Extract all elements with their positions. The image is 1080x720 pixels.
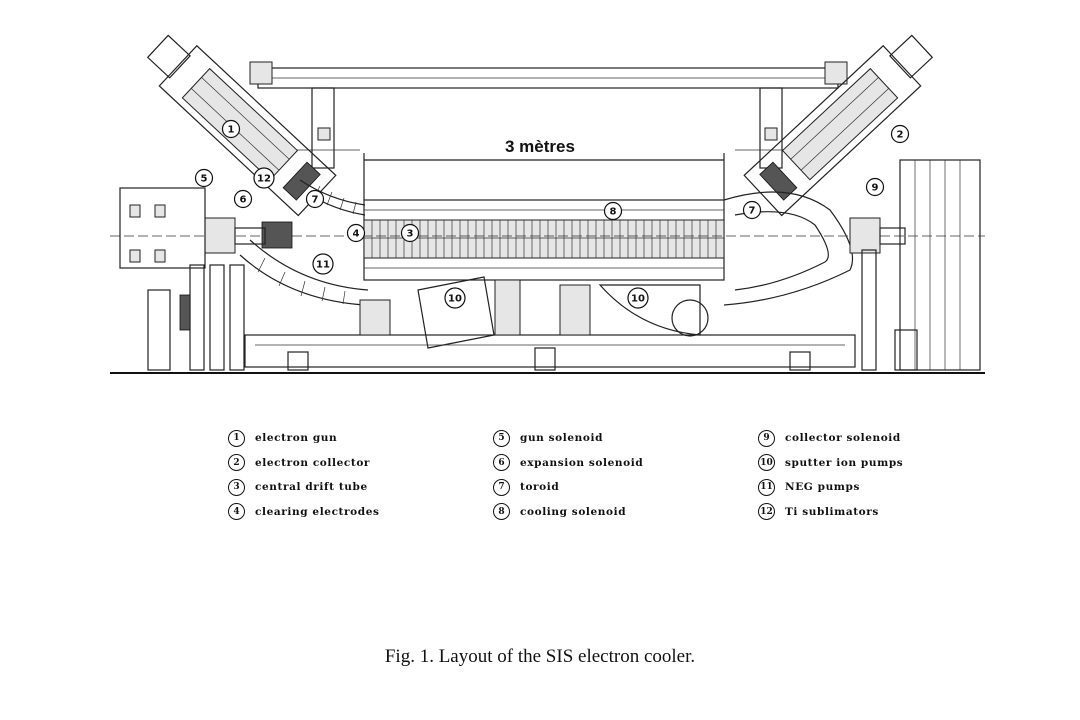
legend-item: 10 sputter ion pumps bbox=[758, 451, 998, 476]
callout-circle bbox=[305, 189, 325, 209]
callout-number: 12 bbox=[257, 174, 271, 185]
legend-number: 9 bbox=[758, 429, 775, 447]
callout-1: 1 bbox=[221, 119, 241, 139]
legend-number: 8 bbox=[493, 503, 510, 521]
solenoid-coil-ticks bbox=[371, 220, 717, 258]
legend-label: expansion solenoid bbox=[520, 456, 644, 469]
cooler-technical-drawing: 3 mètres bbox=[110, 34, 985, 374]
callout-number: 7 bbox=[749, 206, 756, 217]
callout-circle bbox=[346, 223, 366, 243]
callout-7: 7 bbox=[742, 200, 762, 220]
callout-circle bbox=[400, 223, 420, 243]
legend-label: sputter ion pumps bbox=[785, 456, 904, 469]
callout-11: 11 bbox=[312, 253, 334, 275]
legend-label: electron gun bbox=[255, 432, 338, 445]
callout-number: 9 bbox=[872, 183, 879, 194]
legend-label: clearing electrodes bbox=[255, 505, 380, 518]
legend-label: collector solenoid bbox=[785, 432, 901, 445]
callout-number: 10 bbox=[448, 294, 462, 305]
callout-5: 5 bbox=[194, 168, 214, 188]
callout-number: 2 bbox=[897, 130, 904, 141]
legend-number: 10 bbox=[758, 454, 775, 472]
callout-number: 8 bbox=[610, 207, 617, 218]
callout-10: 10 bbox=[444, 287, 466, 309]
callout-circle bbox=[312, 253, 334, 275]
legend-label: cooling solenoid bbox=[520, 505, 627, 518]
legend-item: 5 gun solenoid bbox=[493, 426, 733, 451]
callout-circle bbox=[865, 177, 885, 197]
callout-circle bbox=[890, 124, 910, 144]
sputter-ion-pump-right bbox=[598, 284, 709, 337]
callout-4: 4 bbox=[346, 223, 366, 243]
callout-7: 7 bbox=[305, 189, 325, 209]
callout-2: 2 bbox=[890, 124, 910, 144]
callout-number: 4 bbox=[353, 229, 360, 240]
callout-number: 7 bbox=[312, 195, 319, 206]
cooling-solenoid bbox=[363, 199, 725, 281]
callout-number: 10 bbox=[631, 294, 645, 305]
legend-number: 4 bbox=[228, 503, 245, 521]
callout-circle bbox=[221, 119, 241, 139]
overhead-frame bbox=[249, 61, 848, 169]
callout-number: 11 bbox=[316, 260, 330, 271]
support-stand bbox=[244, 279, 856, 371]
legend-label: toroid bbox=[520, 481, 560, 494]
scale-bar: 3 mètres bbox=[363, 137, 725, 200]
callout-circle bbox=[253, 167, 275, 189]
callout-number: 5 bbox=[201, 174, 208, 185]
callout-3: 3 bbox=[400, 223, 420, 243]
legend-item: 2 electron collector bbox=[228, 451, 468, 476]
legend: 1 electron gun 2 electron collector 3 centr… bbox=[228, 426, 928, 526]
legend-item: 8 cooling solenoid bbox=[493, 500, 733, 525]
legend-number: 6 bbox=[493, 454, 510, 472]
callout-8: 8 bbox=[603, 201, 623, 221]
figure-caption: Fig. 1. Layout of the SIS electron coole… bbox=[384, 646, 696, 667]
legend-item: 11 NEG pumps bbox=[758, 475, 998, 500]
legend-number: 3 bbox=[228, 478, 245, 496]
electron-gun-assembly bbox=[146, 34, 337, 217]
scale-label: 3 mètres bbox=[505, 137, 575, 156]
left-beam-pipe bbox=[119, 187, 293, 269]
legend-number: 2 bbox=[228, 454, 245, 472]
callout-circle bbox=[194, 168, 214, 188]
callout-circle bbox=[233, 189, 253, 209]
left-toroid bbox=[239, 179, 369, 306]
support-legs bbox=[147, 249, 918, 371]
legend-item: 12 Ti sublimators bbox=[758, 500, 998, 525]
legend-label: Ti sublimators bbox=[785, 505, 879, 518]
legend-number: 1 bbox=[228, 429, 245, 447]
callout-circle bbox=[742, 200, 762, 220]
right-beam-pipe bbox=[849, 159, 981, 371]
legend-label: gun solenoid bbox=[520, 432, 604, 445]
legend-number: 7 bbox=[493, 478, 510, 496]
legend-number: 11 bbox=[758, 478, 775, 496]
legend-column-1: 1 electron gun 2 electron collector 3 centr… bbox=[228, 426, 468, 524]
legend-item: 6 expansion solenoid bbox=[493, 451, 733, 476]
legend-column-2: 5 gun solenoid 6 expansion solenoid 7 toroi… bbox=[493, 426, 733, 524]
callout-number: 1 bbox=[228, 125, 235, 136]
legend-label: central drift tube bbox=[255, 481, 368, 494]
legend-label: electron collector bbox=[255, 456, 371, 469]
legend-item: 4 clearing electrodes bbox=[228, 500, 468, 525]
callout-number: 6 bbox=[240, 195, 247, 206]
legend-item: 9 collector solenoid bbox=[758, 426, 998, 451]
legend-item: 7 toroid bbox=[493, 475, 733, 500]
legend-label: NEG pumps bbox=[785, 481, 860, 494]
legend-number: 5 bbox=[493, 429, 510, 447]
legend-item: 3 central drift tube bbox=[228, 475, 468, 500]
electron-collector-assembly bbox=[743, 34, 934, 217]
legend-item: 1 electron gun bbox=[228, 426, 468, 451]
callout-number: 3 bbox=[407, 229, 414, 240]
callout-10: 10 bbox=[627, 287, 649, 309]
callout-9: 9 bbox=[865, 177, 885, 197]
callout-circle bbox=[444, 287, 466, 309]
callout-6: 6 bbox=[233, 189, 253, 209]
callout-12: 12 bbox=[253, 167, 275, 189]
callout-circle bbox=[627, 287, 649, 309]
callout-circle bbox=[603, 201, 623, 221]
legend-number: 12 bbox=[758, 503, 775, 521]
